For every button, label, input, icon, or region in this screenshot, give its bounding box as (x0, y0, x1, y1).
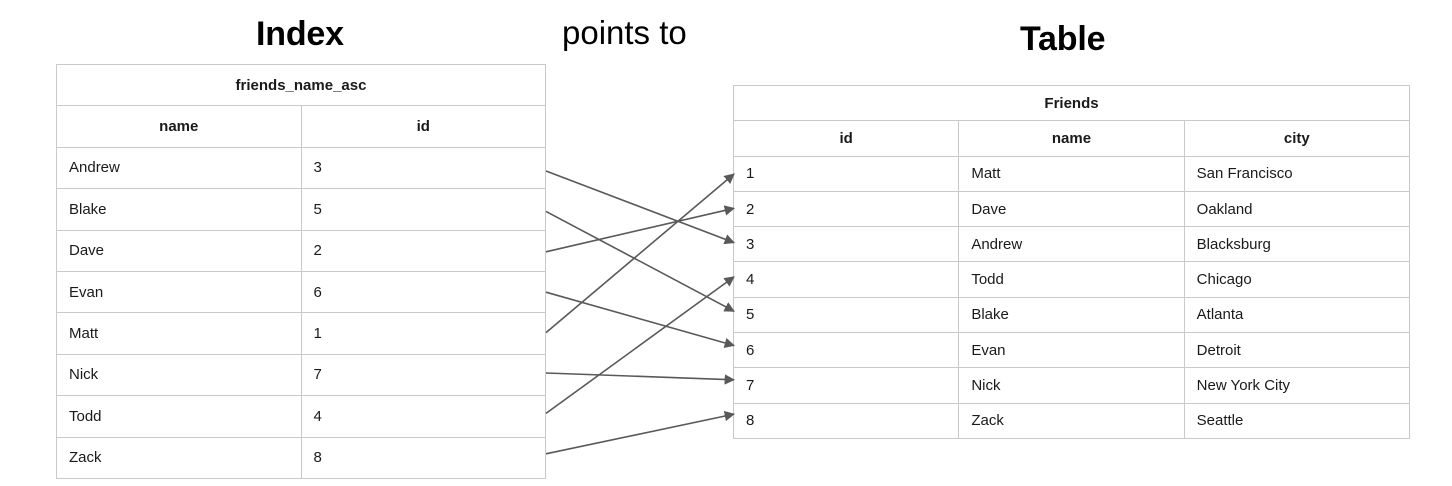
friends-cell-city: New York City (1183, 367, 1411, 404)
index-header-row: name id (56, 105, 546, 148)
friends-cell-name: Andrew (958, 226, 1185, 263)
friends-cell-name: Matt (958, 155, 1185, 192)
index-cell-name: Zack (56, 436, 302, 479)
index-cell-id: 2 (300, 229, 546, 272)
index-cell-name: Evan (56, 270, 302, 314)
table-row: 8 Zack Seattle (732, 402, 1411, 439)
friends-cell-city: Atlanta (1183, 296, 1411, 334)
friends-cell-name: Dave (958, 190, 1185, 228)
table-row: Andrew 3 (56, 146, 546, 190)
table-row: Nick 7 (56, 353, 546, 397)
pointer-arrow (545, 372, 736, 385)
friends-cell-name: Evan (958, 332, 1185, 369)
index-cell-id: 4 (300, 395, 546, 438)
friends-cell-city: Oakland (1183, 190, 1411, 228)
pointer-arrow (545, 170, 735, 245)
friends-caption: Friends (733, 84, 1410, 122)
table-row: Blake 5 (56, 188, 546, 231)
index-cell-id: 1 (300, 312, 546, 355)
friends-column-header-id: id (732, 120, 960, 157)
index-cell-id: 5 (300, 188, 546, 231)
pointer-arrow (545, 291, 736, 348)
pointer-arrow (545, 276, 735, 415)
index-table-body: friends_name_asc name id Andrew 3 Blake … (56, 63, 546, 479)
pointer-arrow (545, 205, 736, 253)
pointer-arrow (545, 173, 735, 334)
friends-table: Friends id name city 1 Matt San Francisc… (732, 84, 1411, 439)
table-title: Table (1020, 20, 1106, 58)
pointer-arrow (545, 210, 735, 312)
index-cell-name: Matt (56, 312, 302, 355)
friends-cell-city: Seattle (1183, 402, 1411, 439)
table-row: Todd 4 (56, 395, 546, 438)
table-row: Matt 1 (56, 312, 546, 355)
index-cell-id: 8 (300, 436, 546, 479)
friends-cell-city: Blacksburg (1183, 226, 1411, 263)
friends-cell-id: 1 (732, 155, 960, 192)
friends-cell-id: 5 (732, 296, 960, 334)
index-cell-id: 3 (300, 146, 546, 190)
table-row: 4 Todd Chicago (732, 261, 1411, 298)
friends-column-header-name: name (958, 120, 1185, 157)
table-row: 1 Matt San Francisco (732, 155, 1411, 192)
friends-header-row: id name city (732, 120, 1411, 157)
index-caption-row: friends_name_asc (56, 63, 546, 107)
index-cell-name: Nick (56, 353, 302, 397)
index-column-header-name: name (56, 105, 302, 148)
friends-cell-id: 8 (732, 402, 960, 439)
points-to-label: points to (562, 14, 687, 51)
index-title: Index (256, 15, 344, 53)
index-caption: friends_name_asc (56, 63, 546, 107)
table-row: 6 Evan Detroit (732, 332, 1411, 369)
friends-cell-id: 2 (732, 190, 960, 228)
friends-cell-name: Todd (958, 261, 1185, 298)
pointer-arrow (545, 410, 736, 455)
friends-cell-name: Zack (958, 402, 1185, 439)
index-cell-name: Blake (56, 188, 302, 231)
index-cell-id: 6 (300, 270, 546, 314)
table-row: Dave 2 (56, 229, 546, 272)
index-cell-id: 7 (300, 353, 546, 397)
friends-caption-row: Friends (733, 84, 1410, 122)
table-row: Evan 6 (56, 270, 546, 314)
friends-cell-name: Blake (958, 296, 1185, 334)
index-column-header-id: id (300, 105, 546, 148)
friends-cell-id: 3 (732, 226, 960, 263)
table-row: 2 Dave Oakland (732, 190, 1411, 228)
table-row: Zack 8 (56, 436, 546, 479)
table-row: 5 Blake Atlanta (732, 296, 1411, 334)
friends-column-header-city: city (1183, 120, 1411, 157)
friends-cell-city: San Francisco (1183, 155, 1411, 192)
friends-table-body: Friends id name city 1 Matt San Francisc… (732, 84, 1411, 439)
friends-cell-id: 4 (732, 261, 960, 298)
index-cell-name: Todd (56, 395, 302, 438)
index-cell-name: Dave (56, 229, 302, 272)
index-cell-name: Andrew (56, 146, 302, 190)
table-row: 7 Nick New York City (732, 367, 1411, 404)
index-table: friends_name_asc name id Andrew 3 Blake … (56, 63, 546, 479)
table-row: 3 Andrew Blacksburg (732, 226, 1411, 263)
friends-cell-city: Detroit (1183, 332, 1411, 369)
friends-cell-id: 6 (732, 332, 960, 369)
friends-cell-id: 7 (732, 367, 960, 404)
friends-cell-city: Chicago (1183, 261, 1411, 298)
friends-cell-name: Nick (958, 367, 1185, 404)
